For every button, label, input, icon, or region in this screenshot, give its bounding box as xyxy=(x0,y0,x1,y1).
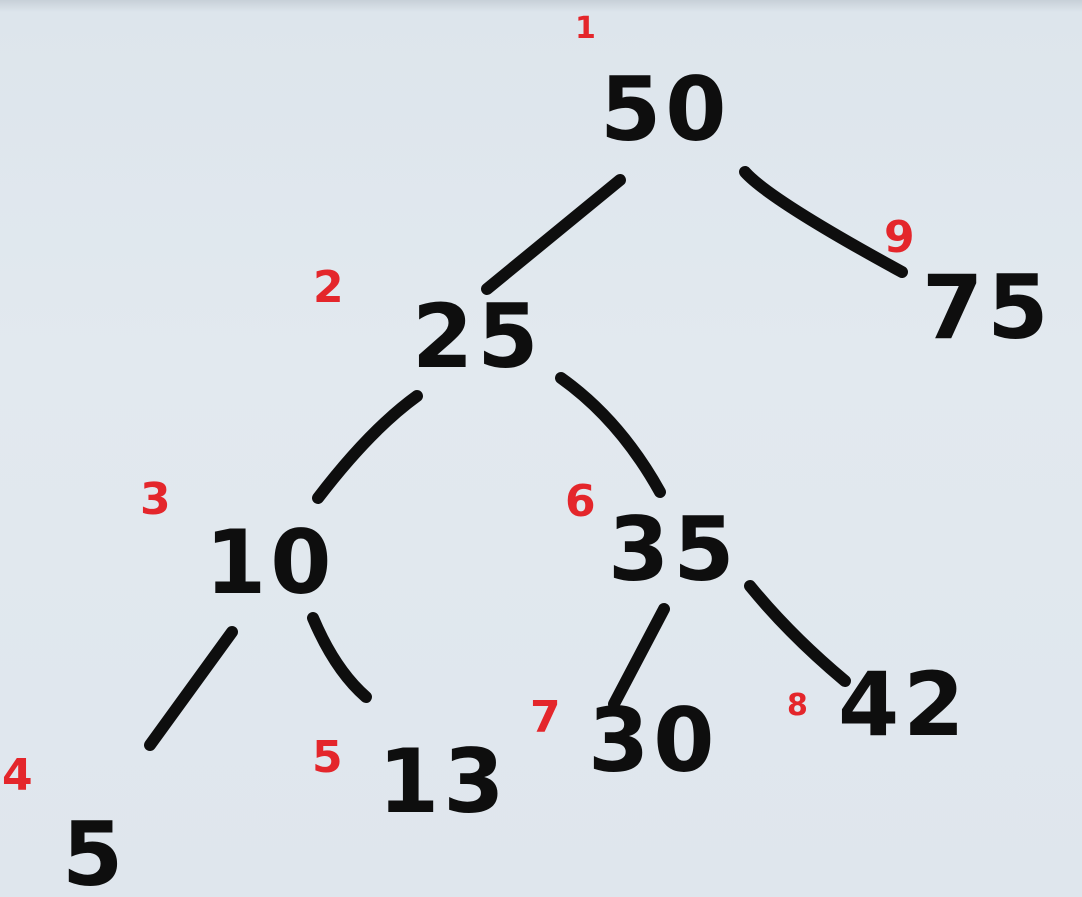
node-42: 42 xyxy=(838,653,968,756)
order-3: 3 xyxy=(140,474,171,525)
node-5: 5 xyxy=(62,803,127,897)
order-6: 6 xyxy=(565,476,596,527)
node-13: 13 xyxy=(378,730,508,833)
node-75: 75 xyxy=(922,256,1052,359)
node-50: 50 xyxy=(600,58,730,161)
edge-35-42 xyxy=(744,580,851,687)
order-9: 9 xyxy=(884,212,915,263)
order-8: 8 xyxy=(787,688,808,723)
node-30: 30 xyxy=(588,689,718,792)
order-4: 4 xyxy=(2,750,33,801)
order-5: 5 xyxy=(312,732,343,783)
node-25: 25 xyxy=(412,285,542,388)
edge-35-30 xyxy=(608,603,670,710)
node-10: 10 xyxy=(205,511,335,614)
edge-50-75 xyxy=(739,166,908,278)
order-1: 1 xyxy=(575,11,596,46)
edge-25-35 xyxy=(555,372,666,498)
order-2: 2 xyxy=(313,262,344,313)
order-7: 7 xyxy=(530,692,561,743)
edge-50-25 xyxy=(481,174,626,295)
edge-10-5 xyxy=(144,626,238,751)
node-35: 35 xyxy=(608,498,738,601)
edge-10-13 xyxy=(307,612,372,703)
edge-25-10 xyxy=(312,390,423,504)
